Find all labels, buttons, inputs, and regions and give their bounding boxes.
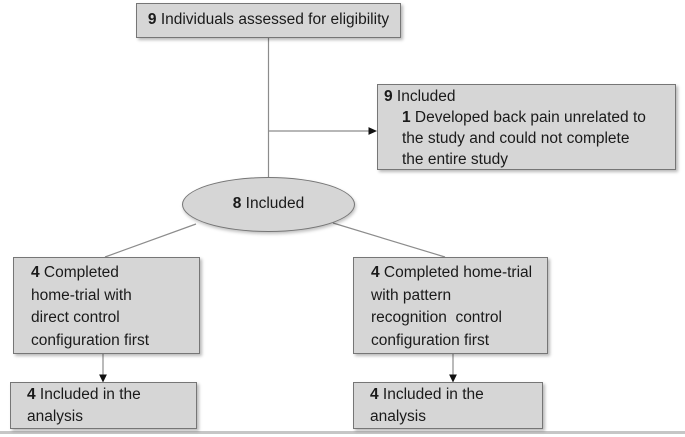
box-analysis-direct: 4 Included in the analysis xyxy=(10,382,197,429)
connector-included-to-direct xyxy=(104,223,197,258)
included-note-count: 9 xyxy=(384,88,393,105)
dropout-reason-text: Developed back pain unrelated to the stu… xyxy=(402,109,646,168)
included-note-line: 9 Included xyxy=(384,86,669,107)
arrow-down-right-icon xyxy=(449,374,457,383)
assessed-count: 9 xyxy=(147,11,157,29)
connector-included-to-pattern xyxy=(332,222,446,258)
box-analysis-pattern: 4 Included in the analysis xyxy=(353,382,543,429)
box-home-trial-direct: 4 Completed home-trial with direct contr… xyxy=(13,257,200,354)
analysis-pattern-text: Included in the analysis xyxy=(370,386,484,425)
dropout-count: 1 xyxy=(402,109,411,126)
figure-bottom-edge xyxy=(0,431,685,434)
box-home-trial-pattern: 4 Completed home-trial with pattern reco… xyxy=(353,257,548,354)
included-note-label: Included xyxy=(392,88,456,105)
home-trial-direct-text: Completed home-trial with direct control… xyxy=(31,264,150,349)
included-label: Included xyxy=(241,195,305,213)
analysis-direct-text: Included in the analysis xyxy=(27,386,141,425)
assessed-label: Individuals assessed for eligibility xyxy=(156,11,390,29)
home-trial-pattern-count: 4 xyxy=(371,264,380,281)
home-trial-direct-count: 4 xyxy=(31,264,40,281)
arrow-right-icon xyxy=(368,127,377,135)
box-assessed-for-eligibility: 9 Individuals assessed for eligibility xyxy=(136,3,401,38)
analysis-pattern-count: 4 xyxy=(370,386,379,403)
dropout-reason: 1 Developed back pain unrelated to the s… xyxy=(402,107,669,170)
arrow-down-left-icon xyxy=(99,374,107,383)
ellipse-included: 8 Included xyxy=(182,177,355,232)
included-count: 8 xyxy=(232,195,242,213)
box-included-with-note: 9 Included 1 Developed back pain unrelat… xyxy=(377,84,676,170)
analysis-direct-count: 4 xyxy=(27,386,36,403)
home-trial-pattern-text: Completed home-trial with pattern recogn… xyxy=(371,264,533,349)
box-assessed-text: 9 Individuals assessed for eligibility xyxy=(137,4,400,37)
